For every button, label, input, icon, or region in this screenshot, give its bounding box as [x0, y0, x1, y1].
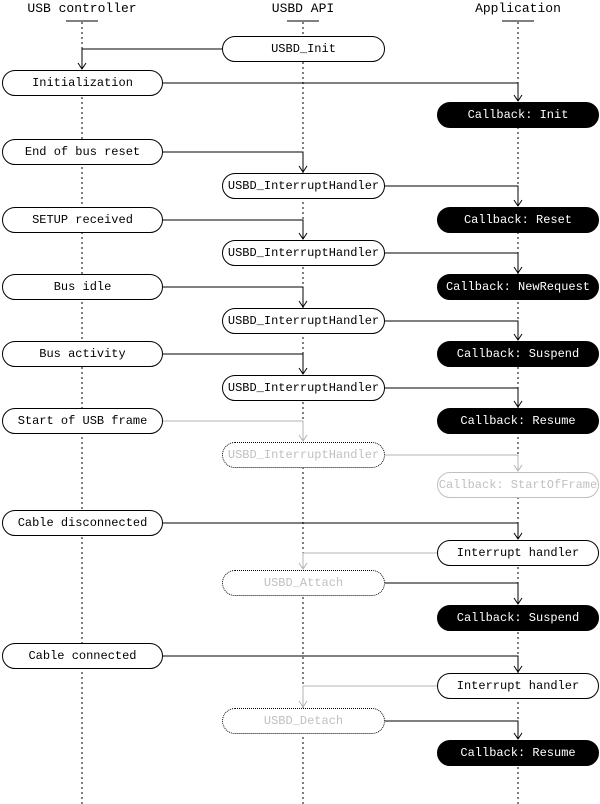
- api-call-usbd-interrupthandler-inactive: USBD_InterruptHandler: [222, 442, 385, 468]
- callback-resume-2: Callback: Resume: [437, 740, 599, 766]
- connector-bus-idle-to-interrupt-handler: [163, 286, 308, 308]
- api-call-usbd-attach-inactive: USBD_Attach: [222, 570, 385, 596]
- connector-interrupt-to-callback-suspend: [385, 320, 523, 341]
- connector-interrupt-to-callback-resume: [385, 387, 523, 408]
- api-call-usbd-interrupthandler-3: USBD_InterruptHandler: [222, 308, 385, 334]
- connector-interrupt-to-callback-newrequest: [385, 252, 523, 274]
- connector-interrupt-handler-to-usbd-detach-inactive: [298, 685, 437, 708]
- callback-suspend-1: Callback: Suspend: [437, 341, 599, 367]
- connector-setup-to-interrupt-handler: [163, 219, 308, 240]
- connector-sof-to-interrupt-handler-inactive: [163, 420, 308, 442]
- connector-usbd-attach-to-callback-suspend: [385, 582, 523, 605]
- callback-init: Callback: Init: [437, 102, 599, 128]
- column-header-usbd-api: USBD API: [271, 1, 335, 16]
- connector-bus-activity-to-interrupt-handler: [163, 353, 308, 375]
- connector-interrupt-to-callback-reset: [385, 185, 523, 207]
- event-cable-disconnected: Cable disconnected: [2, 510, 163, 536]
- connector-bus-reset-to-interrupt-handler: [163, 151, 308, 173]
- connector-initialization-to-callback-init: [163, 82, 523, 102]
- app-interrupt-handler-1: Interrupt handler: [437, 540, 599, 566]
- callback-newrequest: Callback: NewRequest: [437, 274, 599, 300]
- connector-usbd-init-to-initialization: [77, 48, 222, 70]
- event-bus-idle: Bus idle: [2, 274, 163, 300]
- connector-cable-connected-to-interrupt-handler: [163, 655, 523, 673]
- column-header-usb-controller: USB controller: [27, 1, 137, 16]
- event-end-of-bus-reset: End of bus reset: [2, 139, 163, 165]
- api-call-usbd-interrupthandler-4: USBD_InterruptHandler: [222, 375, 385, 401]
- api-call-usbd-interrupthandler-1: USBD_InterruptHandler: [222, 173, 385, 199]
- connector-interrupt-handler-to-usbd-attach-inactive: [298, 552, 437, 570]
- api-call-usbd-detach-inactive: USBD_Detach: [222, 708, 385, 734]
- event-start-of-usb-frame: Start of USB frame: [2, 408, 163, 434]
- callback-startofframe-inactive: Callback: StartOfFrame: [437, 472, 599, 498]
- event-initialization: Initialization: [2, 70, 163, 96]
- connector-interrupt-to-callback-startofframe-inactive: [385, 454, 523, 472]
- event-setup-received: SETUP received: [2, 207, 163, 233]
- callback-reset: Callback: Reset: [437, 207, 599, 233]
- api-call-usbd-interrupthandler-2: USBD_InterruptHandler: [222, 240, 385, 266]
- connector-usbd-detach-to-callback-resume: [385, 720, 523, 740]
- callback-resume-1: Callback: Resume: [437, 408, 599, 434]
- app-interrupt-handler-2: Interrupt handler: [437, 673, 599, 699]
- callback-suspend-2: Callback: Suspend: [437, 605, 599, 631]
- connector-cable-disconnected-to-interrupt-handler: [163, 522, 523, 540]
- api-call-usbd-init: USBD_Init: [222, 36, 385, 62]
- column-header-application: Application: [475, 1, 561, 16]
- event-bus-activity: Bus activity: [2, 341, 163, 367]
- event-cable-connected: Cable connected: [2, 643, 163, 669]
